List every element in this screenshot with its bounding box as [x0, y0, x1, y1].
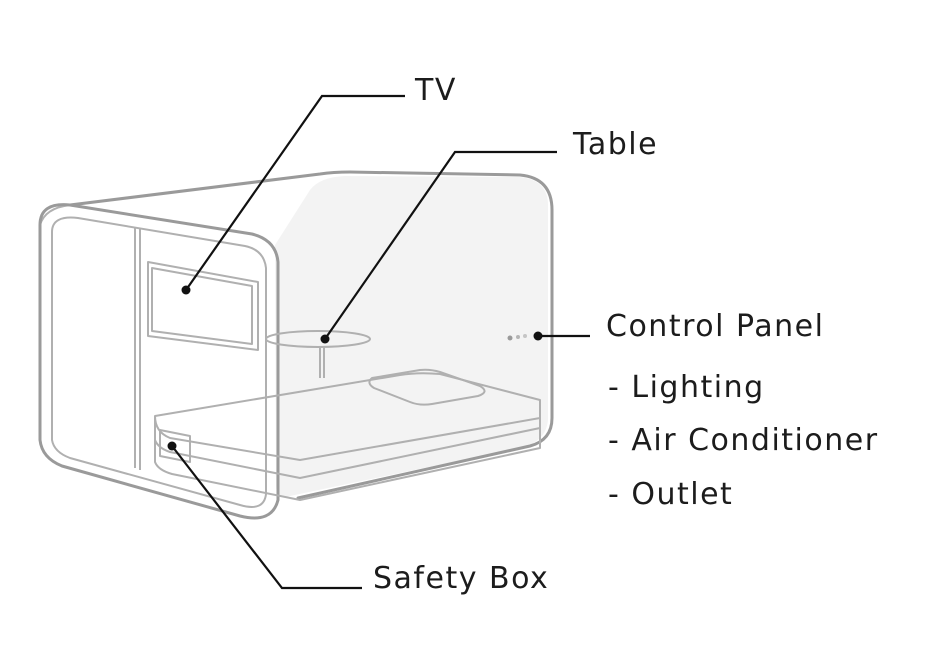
tv-screen: [147, 261, 259, 351]
bed-shape: [154, 368, 541, 501]
front-frame: [38, 203, 280, 520]
control-panel-leader-dot: [533, 331, 543, 341]
tv-leader: [185, 94, 405, 291]
tv-leader-dot: [181, 285, 191, 295]
table-label: Table: [572, 127, 658, 162]
control-item-lighting: - Lighting: [608, 370, 765, 405]
safety-box-label: Safety Box: [373, 561, 549, 596]
table-leader: [324, 150, 557, 340]
safety-box-leader: [171, 445, 362, 590]
tv-label: TV: [414, 73, 457, 108]
control-panel-label: Control Panel: [606, 309, 824, 344]
control-panel-lights: [507, 334, 527, 341]
table-leader-dot: [320, 334, 330, 344]
capsule-shell: [39, 170, 554, 500]
leader-lines: [167, 94, 590, 590]
control-item-air-conditioner: - Air Conditioner: [608, 423, 879, 458]
text-labels: TV Table Control Panel - Lighting - Air …: [373, 73, 879, 596]
safety-box-leader-dot: [167, 441, 177, 451]
table-shape: [265, 330, 371, 378]
control-item-outlet: - Outlet: [608, 477, 733, 512]
